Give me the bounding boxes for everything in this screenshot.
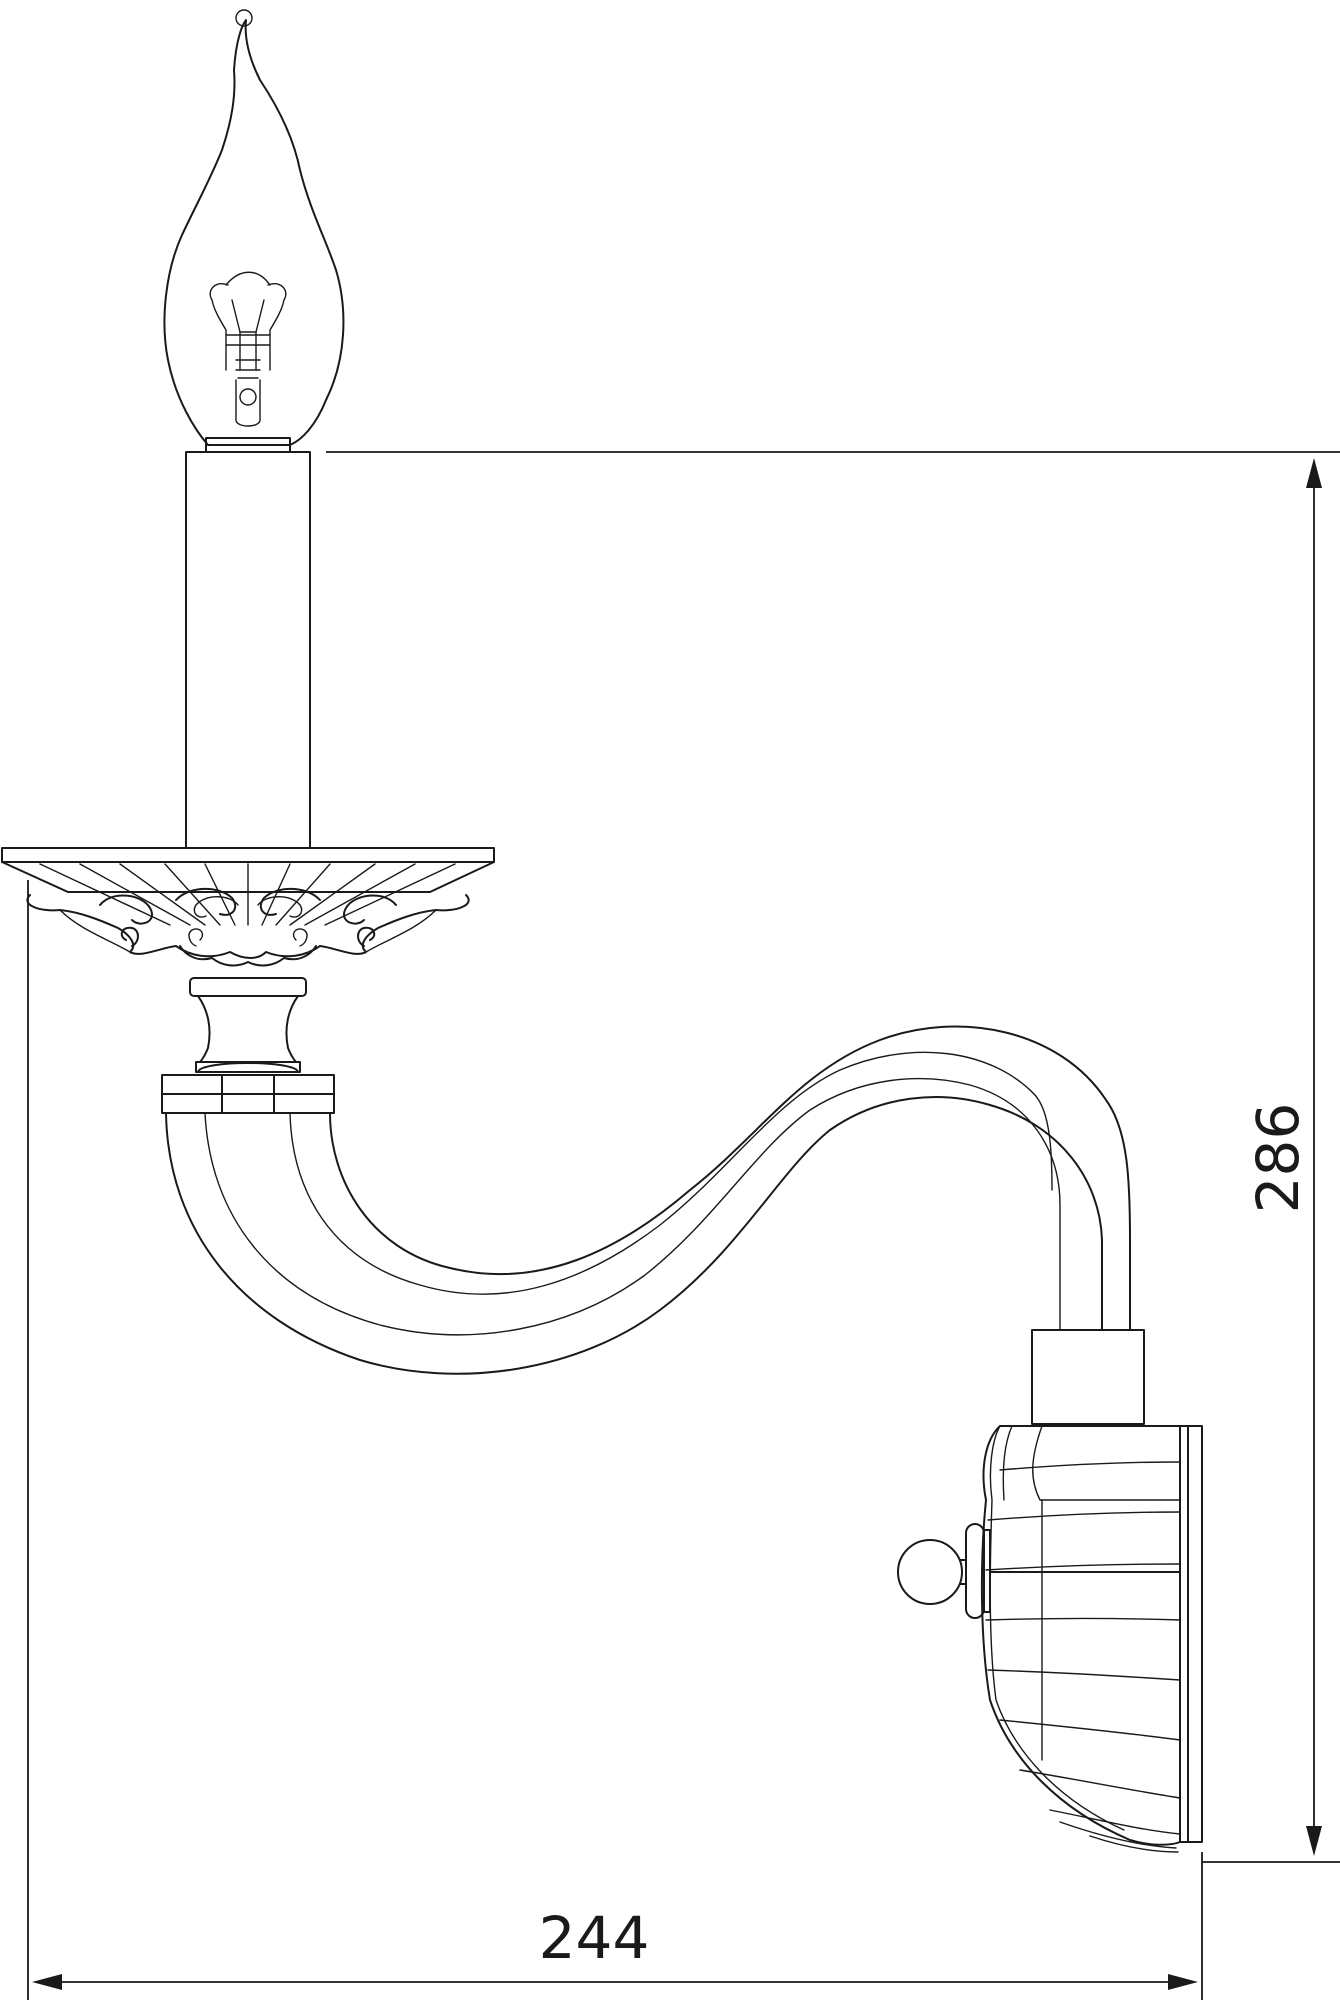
- width-dimension-label: 244: [539, 1904, 650, 1972]
- curved-arm: [165, 1025, 1131, 1375]
- stem-neck: [189, 977, 307, 1073]
- arm-connector-nut: [161, 1074, 335, 1114]
- width-dimension: 244: [27, 880, 1203, 2000]
- candle-sleeve: [185, 451, 311, 849]
- drip-pan: [1, 847, 495, 967]
- height-dimension-label: 286: [1244, 1103, 1312, 1214]
- wall-plate: [897, 1425, 1203, 1853]
- height-dimension: 286: [326, 451, 1340, 1863]
- candle-bulb: [163, 9, 345, 453]
- wall-mount-collar: [1031, 1329, 1145, 1425]
